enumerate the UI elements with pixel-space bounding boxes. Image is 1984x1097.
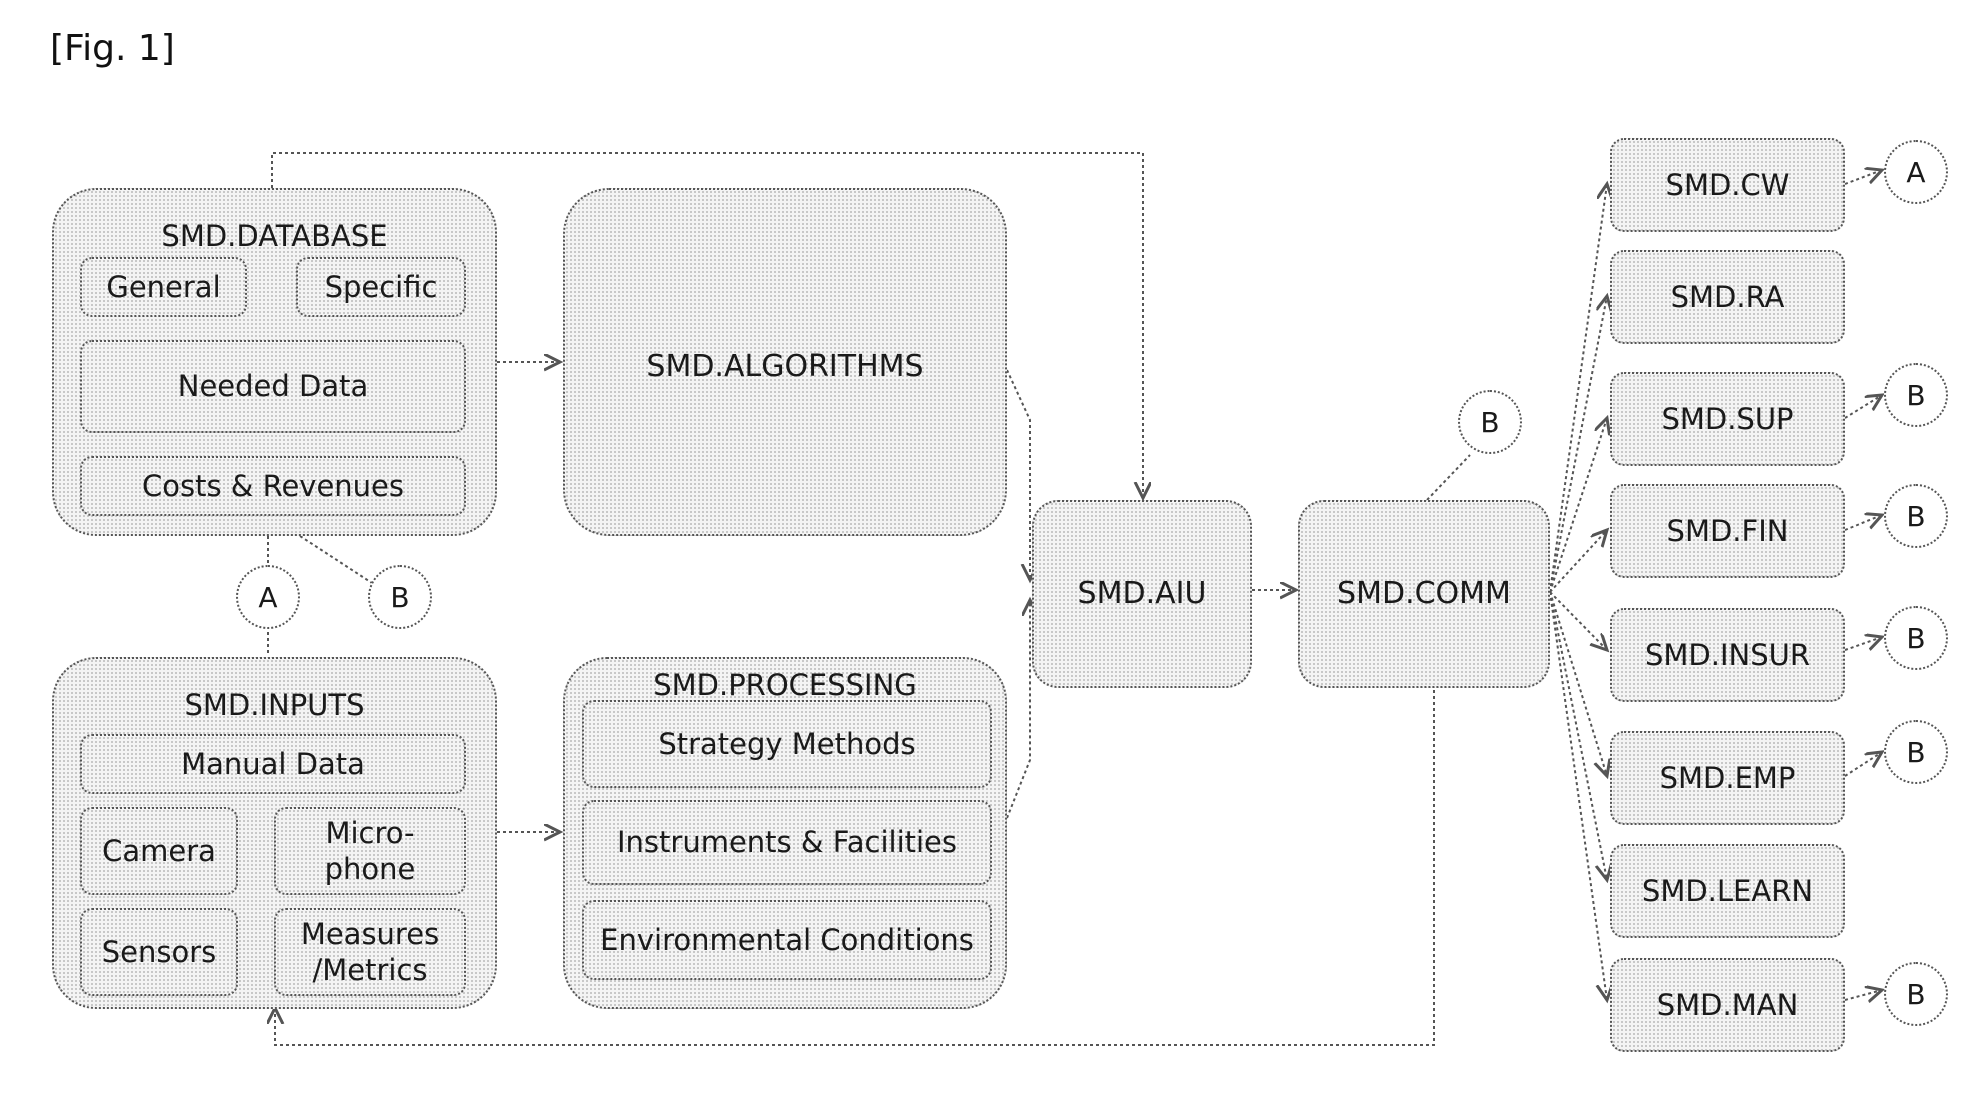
arrow-algorithms-to-aiu: [1006, 369, 1030, 580]
connector-circle-a: A: [236, 565, 300, 629]
arrow-comm-to-ra: [1549, 296, 1607, 593]
inputs-sensors: Sensors: [80, 908, 238, 996]
inputs-manual-data: Manual Data: [80, 734, 466, 794]
figure-label: [Fig. 1]: [50, 28, 175, 69]
arrow-comm-to-fin: [1549, 530, 1607, 593]
microphone-line-1: Micro-: [325, 815, 415, 850]
man-connector-circle-b: B: [1884, 962, 1948, 1026]
database-general: General: [80, 257, 247, 317]
loop-db-to-aiu: [271, 152, 1143, 498]
arrow-cw-to-a: [1844, 170, 1882, 185]
database-title: SMD.DATABASE: [161, 219, 388, 253]
emp-connector-circle-b: B: [1884, 720, 1948, 784]
measures-line-2: /Metrics: [312, 953, 428, 987]
algorithms-box: SMD.ALGORITHMS: [563, 188, 1007, 536]
inputs-title: SMD.INPUTS: [184, 688, 365, 722]
database-costs-revenues: Costs & Revenues: [80, 456, 466, 516]
processing-environmental-conditions: Environmental Conditions: [582, 900, 992, 980]
arrow-comm-to-sup: [1549, 418, 1607, 593]
processing-title: SMD.PROCESSING: [653, 668, 917, 702]
insur-connector-circle-b: B: [1884, 606, 1948, 670]
arrow-comm-to-insur: [1549, 591, 1607, 650]
module-ra: SMD.RA: [1610, 250, 1845, 344]
sup-connector-circle-b: B: [1884, 363, 1948, 427]
inputs-microphone: Micro- phone: [274, 807, 466, 895]
microphone-line-2: phone: [324, 852, 416, 886]
connector-circle-b: B: [368, 565, 432, 629]
arrow-fin-to-b: [1844, 515, 1882, 531]
module-cw: SMD.CW: [1610, 138, 1845, 232]
processing-instruments-facilities: Instruments & Facilities: [582, 800, 992, 885]
fin-connector-circle-b: B: [1884, 484, 1948, 548]
arrow-processing-to-aiu: [1006, 600, 1030, 819]
processing-strategy-methods: Strategy Methods: [582, 700, 992, 788]
line-db-to-b: [299, 535, 373, 584]
module-fin: SMD.FIN: [1610, 484, 1845, 578]
inputs-measures-metrics: Measures /Metrics: [274, 908, 466, 996]
arrow-comm-to-learn: [1549, 591, 1607, 880]
cw-connector-circle-a: A: [1884, 140, 1948, 204]
module-insur: SMD.INSUR: [1610, 608, 1845, 702]
arrow-comm-to-emp: [1549, 591, 1607, 776]
database-specific: Specific: [296, 257, 466, 317]
loop-comm-to-inputs: [275, 690, 1435, 1046]
arrow-emp-to-b: [1844, 752, 1882, 777]
arrow-insur-to-b: [1844, 637, 1882, 651]
measures-line-1: Measures: [300, 916, 440, 951]
inputs-camera: Camera: [80, 807, 238, 895]
comm-connector-circle-b: B: [1458, 390, 1522, 454]
arrow-comm-to-man: [1549, 591, 1607, 1000]
module-man: SMD.MAN: [1610, 958, 1845, 1052]
module-emp: SMD.EMP: [1610, 731, 1845, 825]
arrow-comm-to-cw: [1549, 184, 1607, 593]
aiu-box: SMD.AIU: [1032, 500, 1252, 688]
module-sup: SMD.SUP: [1610, 372, 1845, 466]
arrow-man-to-b: [1844, 990, 1882, 1000]
line-comm-to-b: [1426, 454, 1471, 501]
arrow-sup-to-b: [1844, 395, 1882, 419]
module-learn: SMD.LEARN: [1610, 844, 1845, 938]
comm-box: SMD.COMM: [1298, 500, 1550, 688]
database-needed-data: Needed Data: [80, 340, 466, 433]
